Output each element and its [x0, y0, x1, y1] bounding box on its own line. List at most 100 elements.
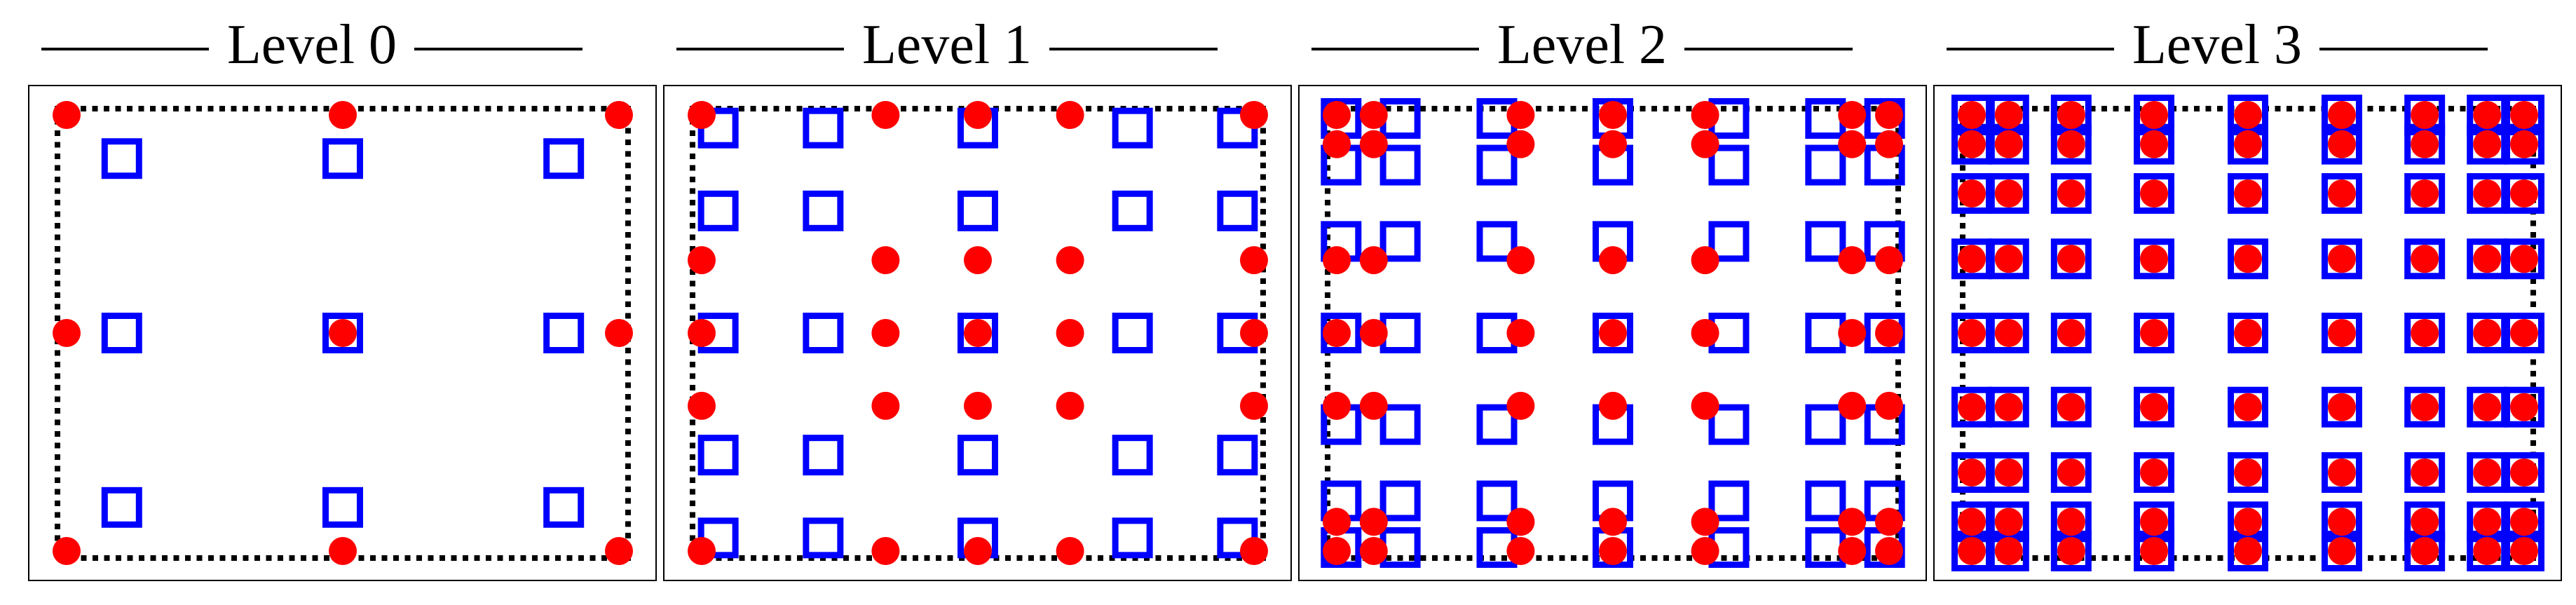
- red-dot-icon: [1323, 319, 1351, 347]
- red-dot-icon: [1994, 508, 2023, 536]
- red-dot-icon: [964, 319, 992, 347]
- red-dot-icon: [2510, 508, 2538, 536]
- red-dot-nodes: [53, 101, 633, 565]
- red-dot-icon: [688, 391, 716, 420]
- blue-square-icon: [958, 313, 998, 353]
- blue-square-icon: [322, 487, 363, 528]
- red-dot-icon: [1240, 537, 1268, 565]
- red-dot-icon: [2140, 179, 2169, 208]
- red-dot-icon: [2411, 393, 2439, 421]
- blue-square-icon: [2228, 238, 2268, 280]
- blue-square-icon: [322, 313, 363, 353]
- panel-level-3: Level 3: [1933, 14, 2562, 581]
- blue-square-icon: [1112, 517, 1153, 559]
- blue-square-icon: [1379, 480, 1421, 522]
- blue-square-nodes: [101, 138, 585, 528]
- red-dot-icon: [964, 101, 992, 129]
- blue-square-icon: [2321, 238, 2362, 280]
- red-dot-icon: [2411, 245, 2439, 273]
- red-dot-icon: [1359, 101, 1388, 129]
- red-dot-icon: [1056, 319, 1084, 347]
- red-dot-icon: [1240, 319, 1268, 347]
- panel-level-1: Level 1: [663, 14, 1292, 581]
- red-dot-icon: [1838, 130, 1867, 158]
- red-dot-icon: [871, 246, 900, 275]
- red-dot-icon: [2234, 319, 2262, 347]
- red-dot-icon: [1875, 130, 1903, 158]
- red-dot-icon: [2057, 130, 2085, 158]
- red-dot-icon: [964, 246, 992, 275]
- blue-square-icon: [2321, 452, 2362, 494]
- red-dot-icon: [1506, 537, 1535, 565]
- red-dot-icon: [1958, 458, 1986, 487]
- red-dot-icon: [1994, 537, 2023, 565]
- blue-square-icon: [1476, 480, 1518, 522]
- red-dot-icon: [1958, 101, 1986, 129]
- red-dot-icon: [1599, 391, 1627, 420]
- red-dot-icon: [2411, 508, 2439, 536]
- red-dot-icon: [688, 101, 716, 129]
- red-dot-icon: [1691, 130, 1719, 158]
- red-dot-icon: [1875, 319, 1903, 347]
- panel-title: Level 0: [227, 14, 397, 76]
- red-dot-icon: [2473, 508, 2502, 536]
- blue-square-icon: [1476, 144, 1518, 186]
- red-dot-icon: [2473, 319, 2502, 347]
- red-dot-icon: [53, 101, 81, 129]
- red-dot-icon: [1599, 508, 1627, 536]
- red-dot-icon: [1958, 393, 1986, 421]
- red-dot-icon: [1994, 393, 2023, 421]
- red-dot-icon: [2140, 101, 2169, 129]
- red-dot-icon: [1958, 537, 1986, 565]
- blue-square-icon: [2404, 452, 2446, 494]
- red-dot-icon: [1599, 101, 1627, 129]
- red-dot-icon: [1240, 101, 1268, 129]
- red-dot-icon: [1359, 246, 1388, 275]
- blue-square-icon: [2228, 172, 2268, 214]
- red-dot-icon: [2057, 393, 2085, 421]
- blue-square-icon: [1379, 144, 1421, 186]
- blue-square-icon: [2050, 238, 2092, 280]
- red-dot-icon: [2411, 319, 2439, 347]
- red-dot-icon: [2057, 179, 2085, 208]
- red-dot-icon: [964, 391, 992, 420]
- red-dot-icon: [605, 101, 633, 129]
- red-dot-icon: [1240, 246, 1268, 275]
- red-dot-icon: [2057, 458, 2085, 487]
- red-dot-icon: [1691, 246, 1719, 275]
- panel-title: Level 2: [1497, 14, 1667, 76]
- red-dot-icon: [2057, 101, 2085, 129]
- blue-square-icon: [2228, 452, 2268, 494]
- blue-square-icon: [2504, 386, 2544, 428]
- red-dot-icon: [2473, 179, 2502, 208]
- red-dot-icon: [1691, 101, 1719, 129]
- red-dot-icon: [2234, 130, 2262, 158]
- blue-square-icon: [2228, 313, 2268, 353]
- red-dot-icon: [2140, 393, 2169, 421]
- red-dot-icon: [1994, 179, 2023, 208]
- red-dot-icon: [2327, 319, 2356, 347]
- red-dot-icon: [2327, 537, 2356, 565]
- red-dot-icon: [1875, 246, 1903, 275]
- red-dot-icon: [1875, 101, 1903, 129]
- blue-square-icon: [2504, 172, 2544, 214]
- blue-square-icon: [543, 313, 585, 353]
- red-dot-icon: [1506, 246, 1535, 275]
- red-dot-icon: [2327, 179, 2356, 208]
- red-dot-icon: [2411, 458, 2439, 487]
- red-dot-icon: [2411, 101, 2439, 129]
- red-dot-icon: [2327, 101, 2356, 129]
- blue-square-icon: [543, 138, 585, 179]
- blue-square-icon: [2050, 313, 2092, 353]
- red-dot-icon: [605, 537, 633, 565]
- red-dot-icon: [2411, 179, 2439, 208]
- red-dot-icon: [2140, 537, 2169, 565]
- red-dot-icon: [1691, 319, 1719, 347]
- red-dot-icon: [2510, 130, 2538, 158]
- red-dot-icon: [1838, 101, 1867, 129]
- red-dot-icon: [1506, 101, 1535, 129]
- blue-square-icon: [697, 435, 739, 476]
- blue-square-icon: [1988, 238, 2029, 280]
- red-dot-icon: [1506, 391, 1535, 420]
- red-dot-icon: [871, 391, 900, 420]
